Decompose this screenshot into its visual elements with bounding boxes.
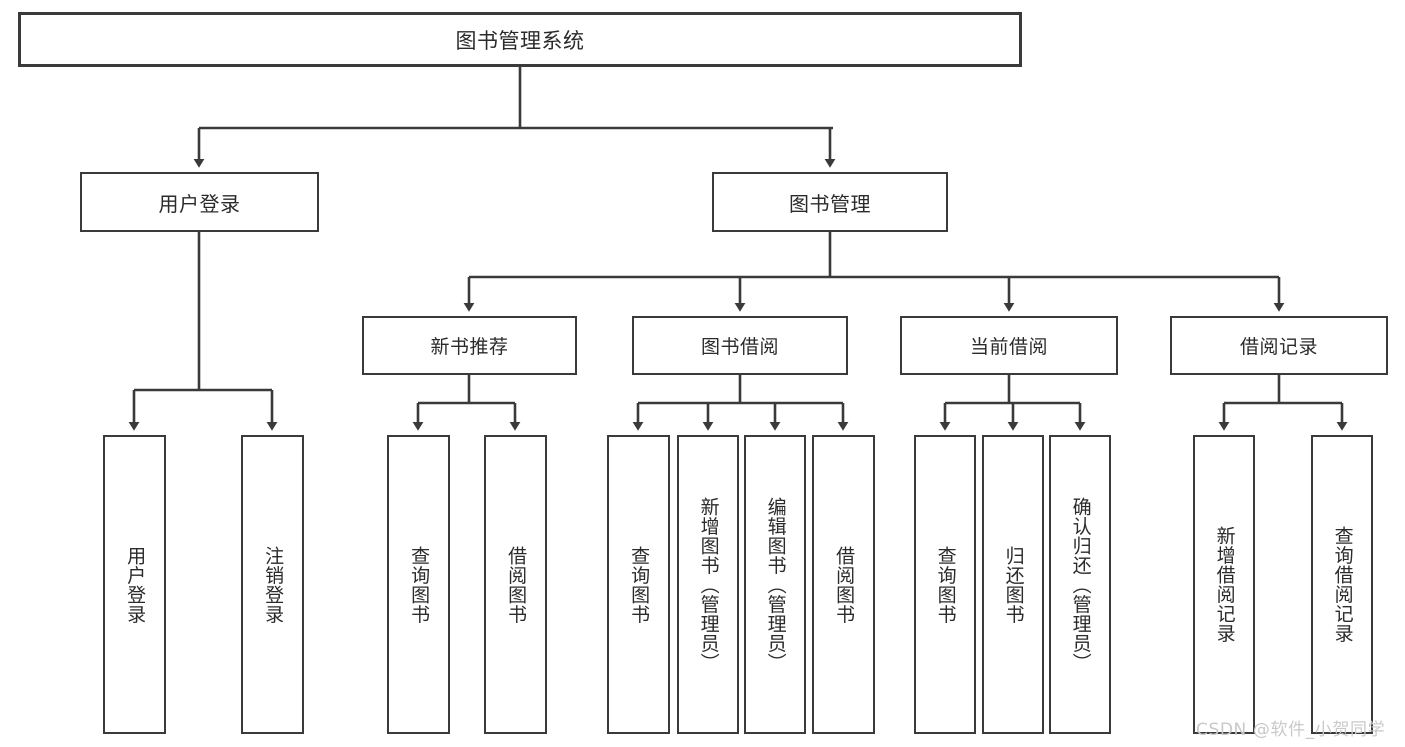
- node-leaf-query-record-label: 查询借阅记录: [1331, 526, 1354, 643]
- node-leaf-borrow-book-2-label: 借阅图书: [833, 545, 856, 624]
- node-leaf-borrow-book-1[interactable]: 借阅图书: [484, 435, 547, 734]
- node-leaf-edit-book[interactable]: 编辑图书（管理员）: [744, 435, 806, 734]
- node-leaf-query-book-3[interactable]: 查询图书: [914, 435, 976, 734]
- node-book-management-label: 图书管理: [789, 191, 871, 216]
- node-leaf-borrow-book-2[interactable]: 借阅图书: [812, 435, 875, 734]
- node-leaf-edit-book-label: 编辑图书（管理员）: [764, 496, 787, 673]
- node-current-borrow[interactable]: 当前借阅: [900, 316, 1118, 375]
- node-leaf-return-book-label: 归还图书: [1002, 545, 1025, 624]
- node-leaf-logout[interactable]: 注销登录: [241, 435, 304, 734]
- node-leaf-user-login-label: 用户登录: [124, 545, 147, 624]
- node-leaf-query-record[interactable]: 查询借阅记录: [1311, 435, 1373, 734]
- node-leaf-query-book-3-label: 查询图书: [934, 545, 957, 624]
- node-leaf-query-book-1[interactable]: 查询图书: [387, 435, 450, 734]
- node-leaf-user-login[interactable]: 用户登录: [103, 435, 166, 734]
- node-new-book-recommend-label: 新书推荐: [430, 336, 509, 358]
- node-leaf-query-book-1-label: 查询图书: [408, 545, 431, 624]
- node-root-label: 图书管理系统: [455, 28, 585, 53]
- node-book-borrow-label: 图书借阅: [700, 336, 779, 358]
- node-leaf-query-book-2-label: 查询图书: [628, 545, 651, 624]
- node-borrow-record-label: 借阅记录: [1239, 336, 1318, 358]
- node-leaf-borrow-book-1-label: 借阅图书: [505, 545, 528, 624]
- node-leaf-add-record[interactable]: 新增借阅记录: [1193, 435, 1255, 734]
- node-book-borrow[interactable]: 图书借阅: [632, 316, 848, 375]
- node-leaf-return-book[interactable]: 归还图书: [982, 435, 1044, 734]
- node-leaf-logout-label: 注销登录: [262, 545, 285, 624]
- csdn-watermark: CSDN @软件_小贺同学: [1196, 720, 1386, 740]
- node-user-login[interactable]: 用户登录: [80, 172, 319, 232]
- node-root[interactable]: 图书管理系统: [18, 12, 1022, 67]
- node-leaf-add-book[interactable]: 新增图书（管理员）: [677, 435, 739, 734]
- node-leaf-add-record-label: 新增借阅记录: [1213, 526, 1236, 643]
- node-leaf-confirm-return[interactable]: 确认归还（管理员）: [1049, 435, 1111, 734]
- node-new-book-recommend[interactable]: 新书推荐: [362, 316, 577, 375]
- node-leaf-query-book-2[interactable]: 查询图书: [607, 435, 670, 734]
- node-leaf-add-book-label: 新增图书（管理员）: [697, 496, 720, 673]
- node-current-borrow-label: 当前借阅: [969, 336, 1048, 358]
- node-book-management[interactable]: 图书管理: [712, 172, 948, 232]
- node-borrow-record[interactable]: 借阅记录: [1170, 316, 1388, 375]
- node-leaf-confirm-return-label: 确认归还（管理员）: [1069, 496, 1092, 673]
- node-user-login-label: 用户登录: [158, 191, 241, 216]
